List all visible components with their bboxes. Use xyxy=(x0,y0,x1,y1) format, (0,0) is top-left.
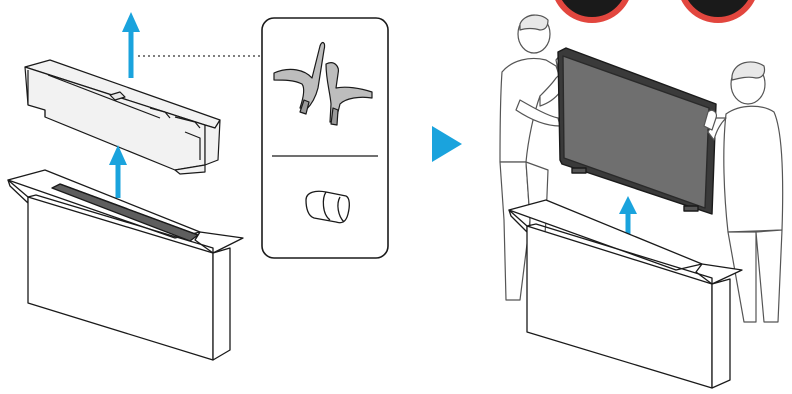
person-right xyxy=(703,61,784,323)
open-box xyxy=(508,199,743,389)
prohibition-circle-icon xyxy=(555,0,629,23)
step-unpack-components xyxy=(7,12,389,361)
tv-box xyxy=(7,169,244,361)
play-triangle-icon xyxy=(432,126,462,162)
components-panel xyxy=(261,17,389,259)
foam-insert xyxy=(24,59,221,175)
up-arrow-icon xyxy=(109,145,127,198)
prohibition-circle-icon xyxy=(681,0,755,23)
tv-panel xyxy=(557,47,717,215)
cable-holder xyxy=(305,190,350,224)
up-arrow-icon xyxy=(122,12,140,78)
stand-leg-right xyxy=(325,62,373,126)
step-lift-tv xyxy=(499,0,784,389)
stand-leg-left xyxy=(273,41,326,115)
